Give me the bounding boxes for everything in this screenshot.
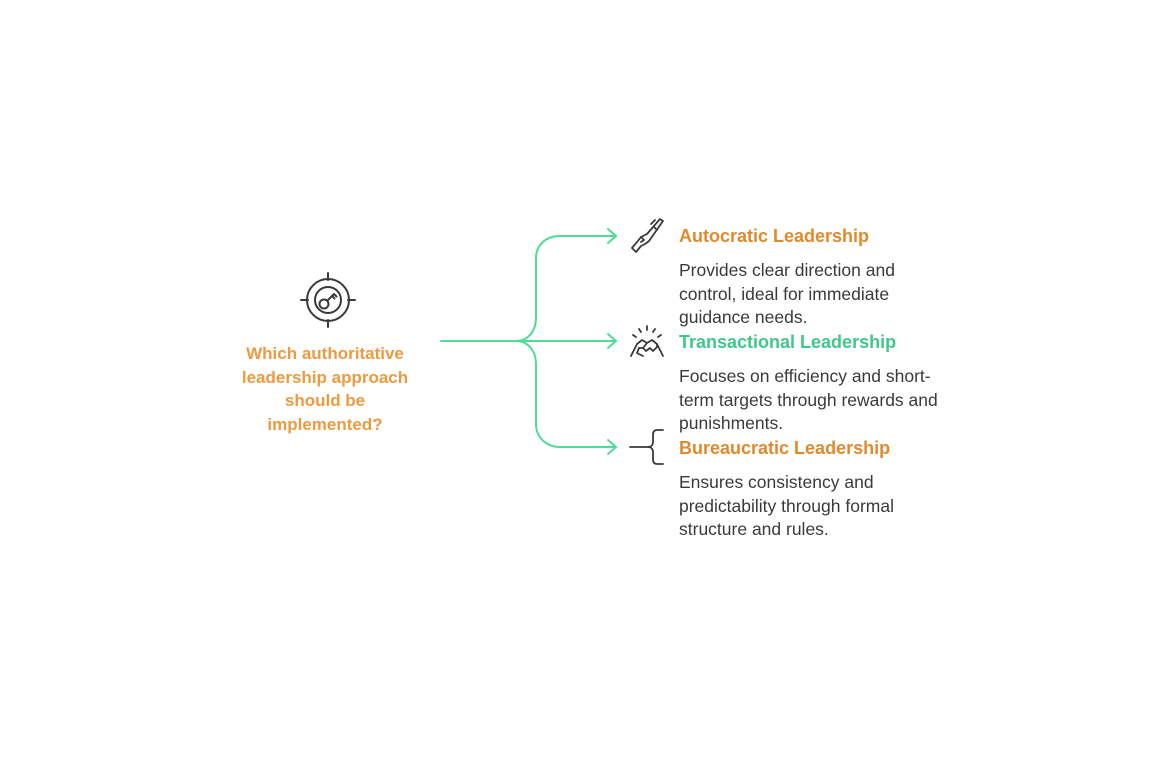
- branch-description-autocratic: Provides clear direction and control, id…: [679, 260, 895, 327]
- branch-title-bureaucratic: Bureaucratic Leadership: [679, 438, 891, 458]
- arrowhead-transactional: [607, 333, 617, 349]
- arrowhead-bureaucratic: [607, 439, 617, 455]
- branch-description-bureaucratic: Ensures consistency and predictability t…: [679, 472, 894, 539]
- bracket-icon: [627, 427, 667, 467]
- connector-bureaucratic: [515, 340, 617, 448]
- branch-title-transactional: Transactional Leadership: [679, 332, 897, 352]
- rifle-icon: [627, 215, 667, 255]
- handshake-icon: [627, 322, 667, 362]
- question-text: Which authoritative leadership approach …: [241, 344, 409, 434]
- connector-autocratic: [515, 235, 617, 342]
- target-key-icon: [299, 271, 357, 329]
- branch-description-transactional: Focuses on efficiency and short-term tar…: [679, 366, 938, 433]
- branch-title-autocratic: Autocratic Leadership: [679, 226, 870, 246]
- arrowhead-autocratic: [607, 228, 617, 244]
